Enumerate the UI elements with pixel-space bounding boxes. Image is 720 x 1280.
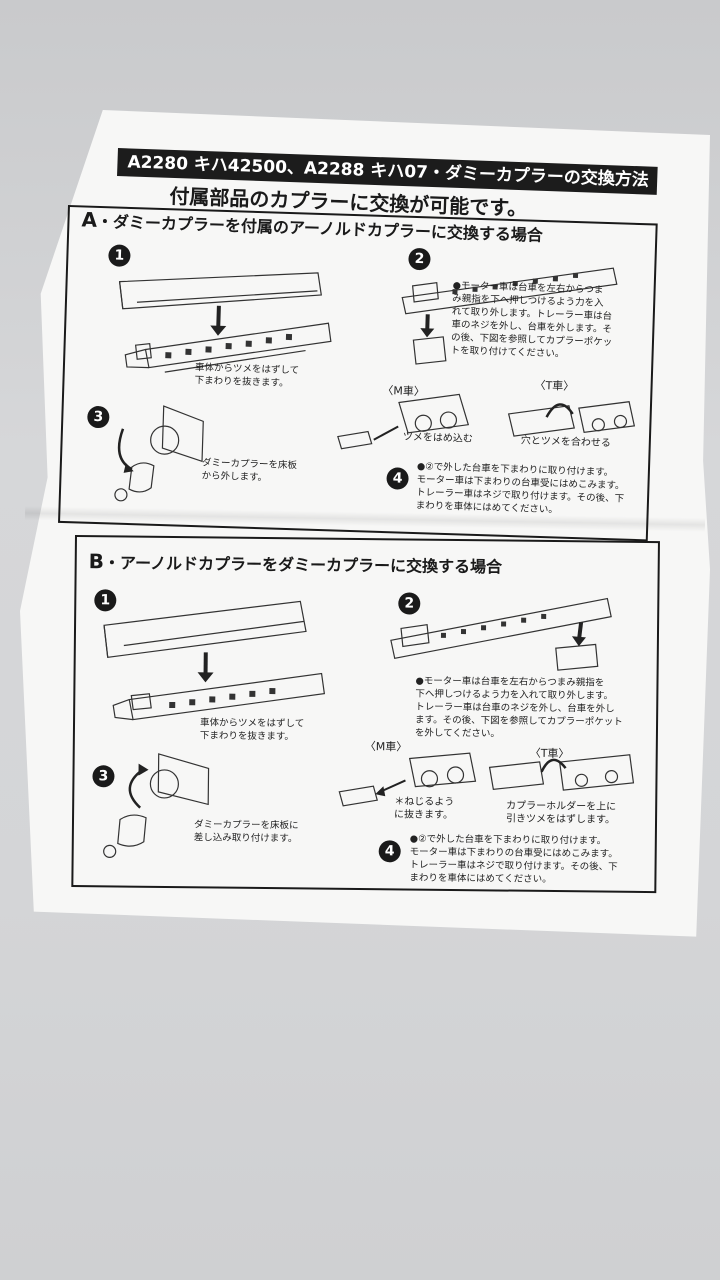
section-b-box: B・アーノルドカプラーをダミーカプラーに交換する場合 1 車体からツメをはずして… [71, 535, 660, 894]
section-b-step3-text: ダミーカプラーを床板に 差し込み取り付けます。 [193, 819, 299, 845]
section-a-step4-badge: 4 [386, 467, 409, 490]
section-b-step2-illustration [390, 597, 612, 671]
section-a-step1-badge: 1 [108, 244, 131, 267]
section-b-t-note: カプラーホルダーを上に 引きツメをはずします。 [505, 800, 617, 826]
section-a-step2-illustration [401, 267, 618, 365]
section-b-step4-text: ●②で外した台車を下まわりに取り付けます。 モーター車は下まわりの台車受にはめこ… [409, 833, 618, 886]
section-b-step1-illustration [103, 600, 326, 721]
section-a-bogie-illustration [337, 393, 636, 450]
section-a-t-car-label: 〈T車〉 [534, 378, 575, 393]
section-a-box: A・ダミーカプラーを付属のアーノルドカプラーに交換する場合 1 車体からツメをは… [58, 205, 658, 542]
section-b-letter: B [88, 549, 105, 574]
instruction-sheet [20, 110, 710, 937]
section-a-step4-text: ●②で外した台車を下まわりに取り付けます。 モーター車は下まわりの台車受にはめこ… [415, 461, 625, 516]
section-b-step1-text: 車体からツメをはずして 下まわりを抜きます。 [199, 717, 305, 743]
section-b-step4-badge: 4 [378, 840, 401, 863]
section-a-m-note: ツメをはめ込む [402, 431, 474, 445]
section-a-step3-text: ダミーカプラーを床板 から外します。 [201, 457, 298, 484]
section-a-step3-illustration [114, 405, 204, 502]
section-a-step1-text: 車体からツメをはずして 下まわりを抜きます。 [194, 362, 300, 390]
section-b-step2-text: ●モーター車は台車を左右からつまみ親指を 下へ押しつけるよう力を入れて取り外しま… [414, 675, 623, 740]
section-b-bogie-illustration [338, 752, 635, 807]
section-b-m-note: ＊ねじるよう に抜きます。 [394, 796, 455, 821]
section-a-letter: A [81, 207, 98, 232]
section-a-step2-text: ●モーター車は台車を左右からつま み親指を下へ押しつけるよう力を入 れて取り外し… [450, 280, 613, 360]
section-b-step3-illustration [103, 753, 210, 858]
section-a-heading-text: ・ダミーカプラーを付属のアーノルドカプラーに交換する場合 [96, 211, 544, 245]
section-b-heading-text: ・アーノルドカプラーをダミーカプラーに交換する場合 [103, 553, 503, 577]
section-a-t-note: 穴とツメを合わせる [520, 435, 611, 450]
section-b-heading: B・アーノルドカプラーをダミーカプラーに交換する場合 [89, 549, 503, 577]
section-a-step1-illustration [118, 272, 332, 373]
